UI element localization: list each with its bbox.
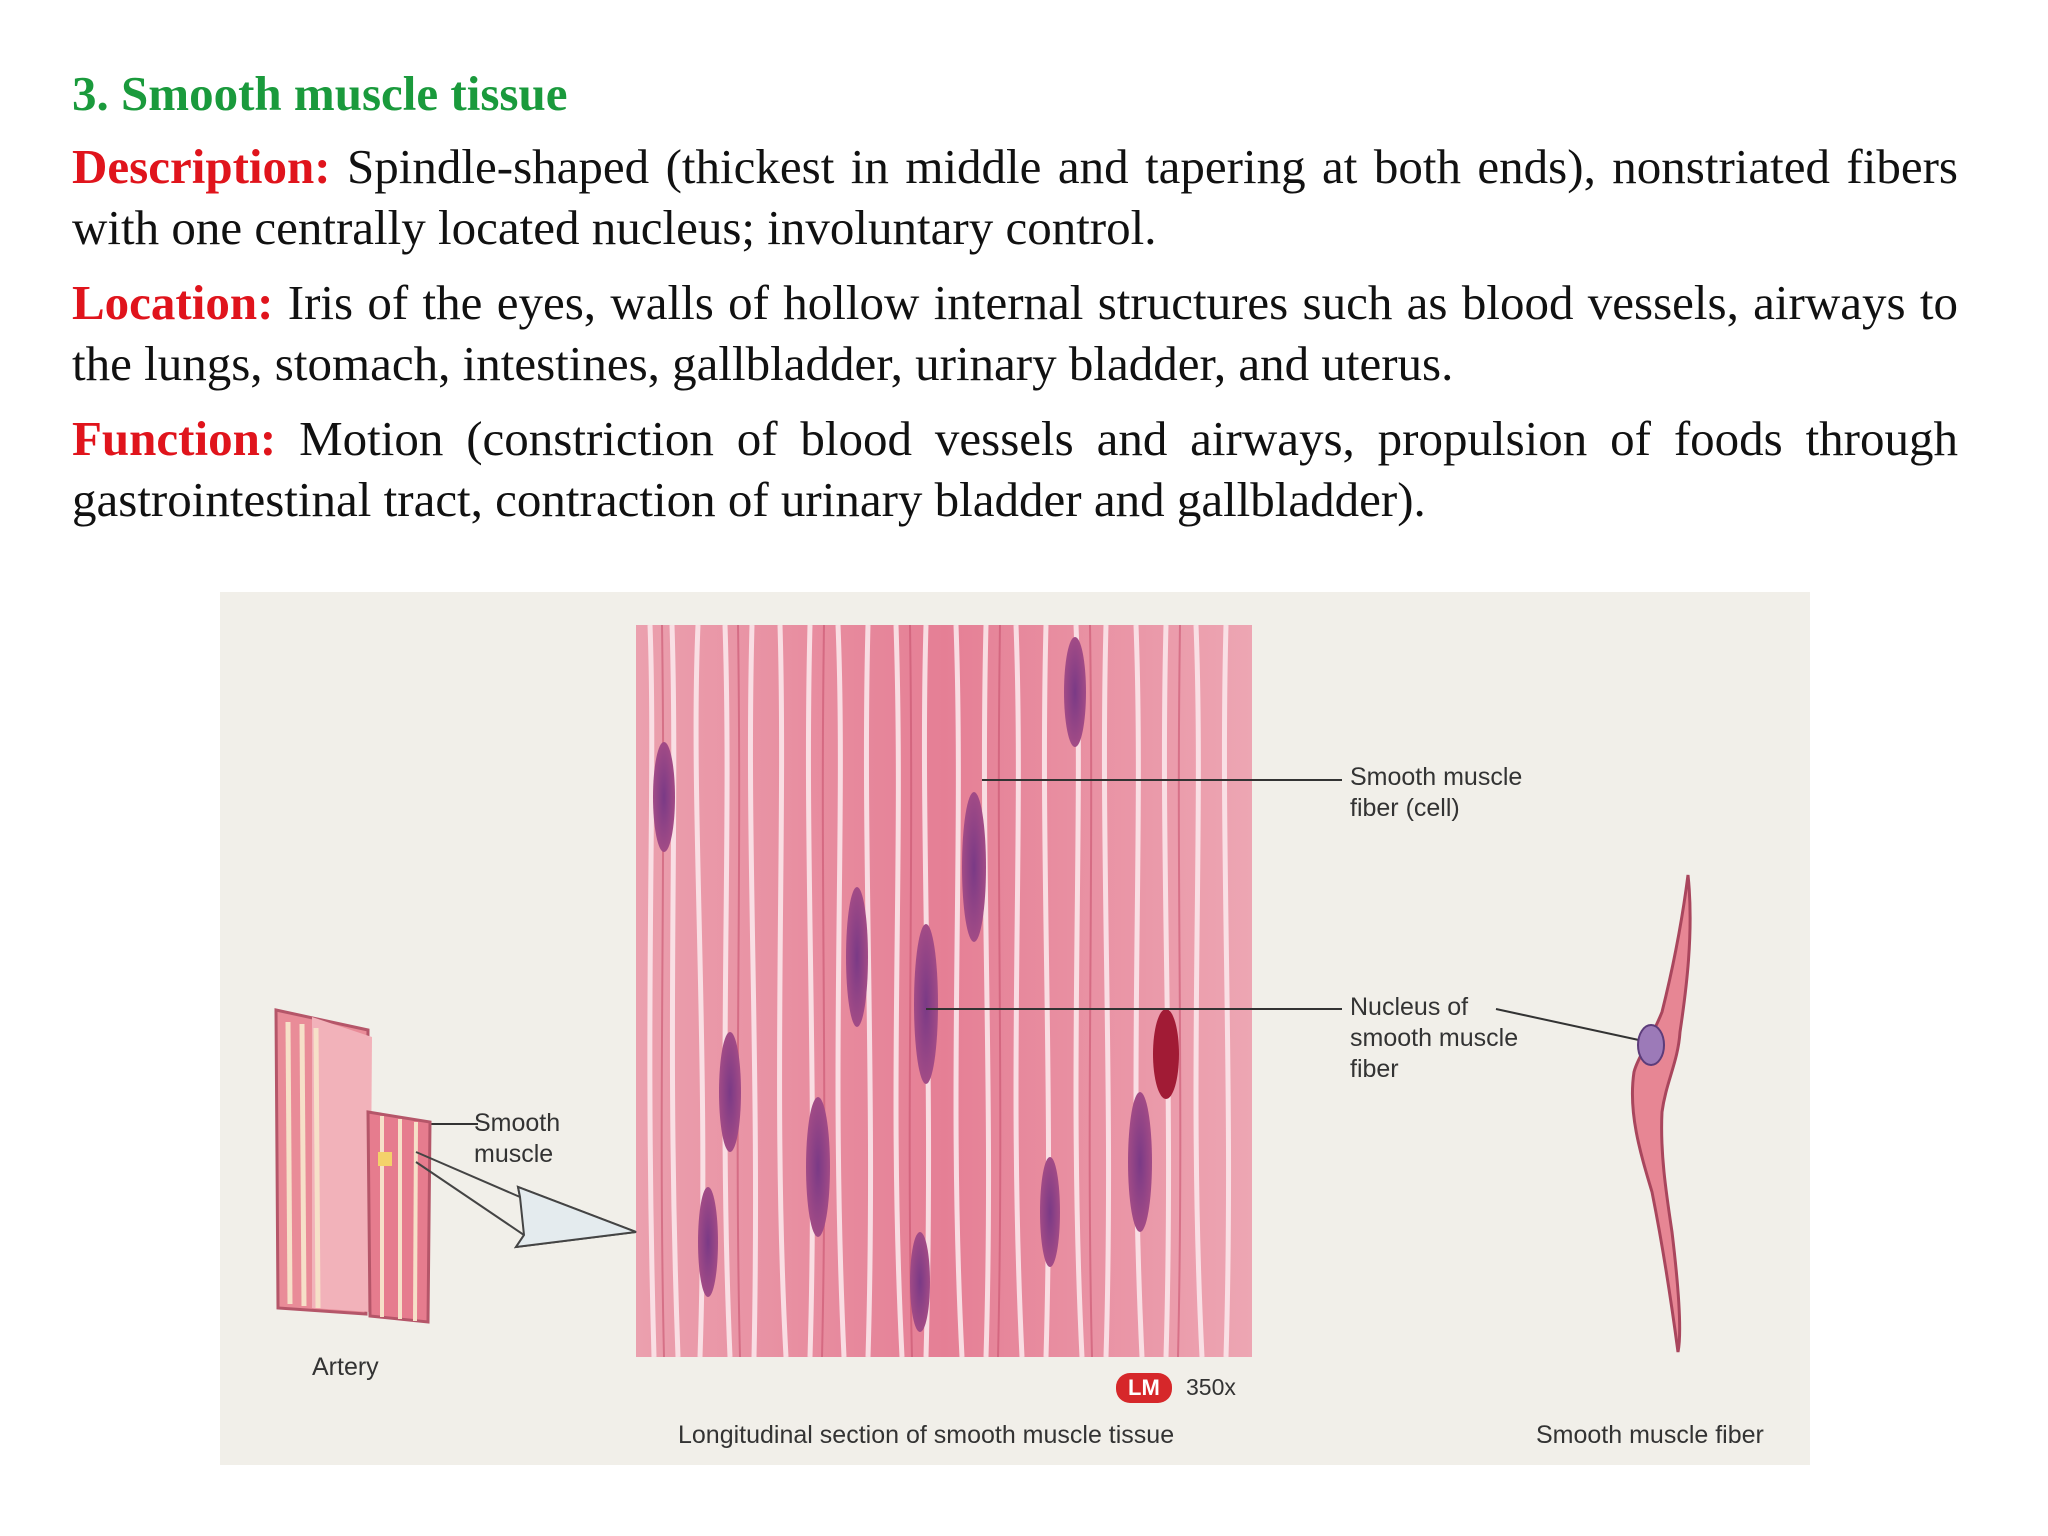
- caption-smooth-muscle-fiber: Smooth muscle fiber: [1536, 1421, 1764, 1449]
- fiber-nucleus: [1637, 1024, 1665, 1066]
- smooth-muscle-figure: Smooth muscle fiber (cell) Nucleus of sm…: [220, 592, 1810, 1465]
- artery-illustration: [274, 1008, 432, 1324]
- label-artery: Artery: [312, 1353, 379, 1381]
- label-smooth-muscle: Smooth muscle: [474, 1109, 561, 1168]
- caption-longitudinal-section: Longitudinal section of smooth muscle ti…: [678, 1421, 1175, 1449]
- figure-illustration: [274, 624, 1692, 1358]
- section-heading: 3. Smooth muscle tissue: [72, 66, 568, 121]
- label-nucleus: Nucleus of smooth muscle fiber: [1350, 993, 1519, 1083]
- location-text: Iris of the eyes, walls of hollow intern…: [72, 275, 1958, 391]
- nuclei: [653, 637, 1152, 1332]
- smooth-muscle-fiber-illustration: [1630, 874, 1692, 1353]
- description-paragraph: Description: Spindle-shaped (thickest in…: [72, 136, 1958, 258]
- function-label: Function:: [72, 411, 277, 466]
- description-label: Description:: [72, 139, 331, 194]
- location-paragraph: Location: Iris of the eyes, walls of hol…: [72, 272, 1958, 394]
- description-text: Spindle-shaped (thickest in middle and t…: [72, 139, 1959, 255]
- label-fiber-cell: Smooth muscle fiber (cell): [1350, 763, 1523, 822]
- micrograph: [636, 624, 1252, 1358]
- red-blood-cell: [1153, 1009, 1179, 1099]
- text-block: 3. Smooth muscle tissue Description: Spi…: [72, 62, 1958, 544]
- leader-nucleus-fiber: [1495, 1008, 1649, 1043]
- location-label: Location:: [72, 275, 274, 330]
- function-paragraph: Function: Motion (constriction of blood …: [72, 408, 1958, 530]
- lm-badge: LM: [1116, 1373, 1172, 1403]
- magnification-label: 350x: [1186, 1374, 1236, 1400]
- function-text: Motion (constriction of blood vessels an…: [72, 411, 1959, 527]
